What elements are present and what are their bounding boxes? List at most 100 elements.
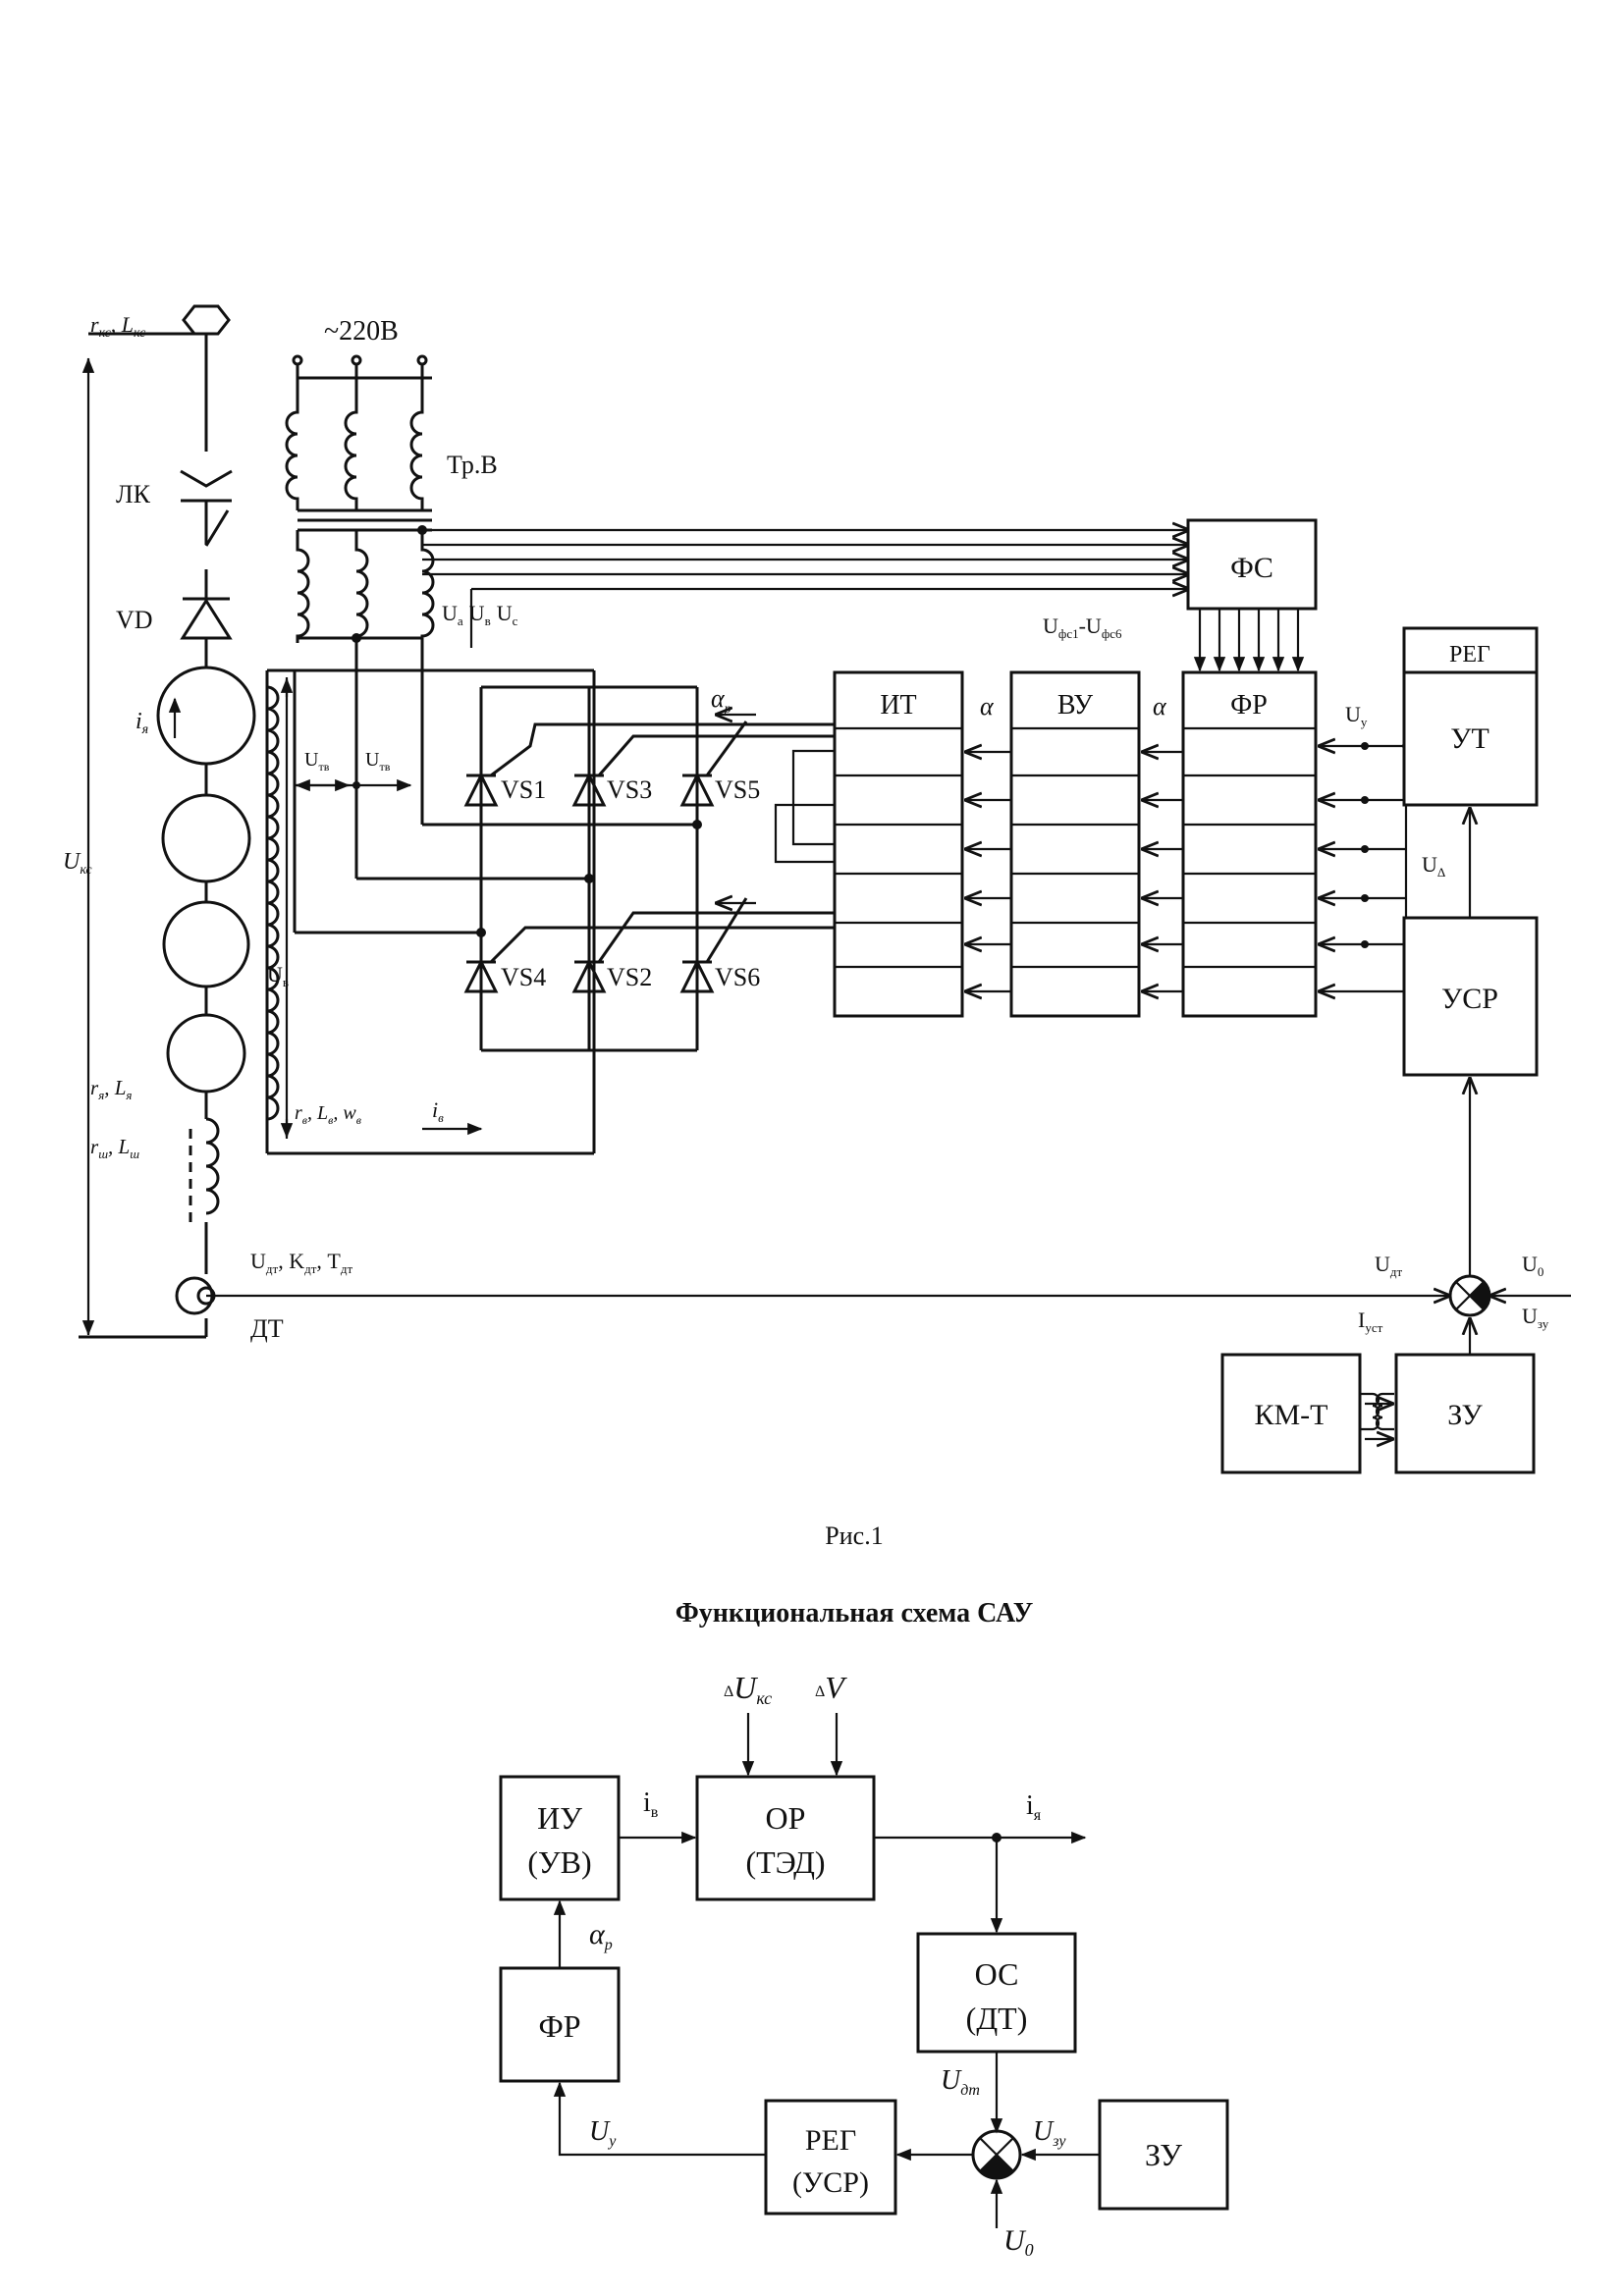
kmt-block (1220, 1353, 1362, 1474)
u-0-label-1: U0 (1522, 1252, 1543, 1279)
sensor-params-label: Uдт, Kдт, Tдт (250, 1249, 352, 1276)
alpha-1-label: α (980, 692, 995, 721)
u-dt-label-2: Uдт (941, 2065, 980, 2099)
zu-block-label: ЗУ (1447, 1399, 1483, 1431)
it-block-label: ИТ (880, 690, 916, 721)
zu-block-2 (1098, 2099, 1229, 2211)
fs-fr-arrows (1193, 609, 1305, 672)
iu-block-label-2: (УВ) (527, 1844, 591, 1880)
field-params-label: rв, Lв, wв (295, 1102, 361, 1127)
or-block-label-2: (ТЭД) (745, 1844, 825, 1880)
os-block-label-2: (ДТ) (966, 2001, 1028, 2036)
transformer-primary (285, 354, 432, 522)
summing-junction-1 (1448, 1274, 1491, 1317)
zu-block (1394, 1353, 1536, 1474)
line-contactor-label: ЛК (116, 480, 151, 508)
alpha-2-label: α (1153, 692, 1167, 721)
contact-line-symbol (88, 304, 231, 336)
u-y-label: Uу (1345, 702, 1368, 729)
shunt-params-label: rш, Lш (90, 1135, 139, 1161)
sensor-label: ДТ (250, 1314, 284, 1343)
vu-block (1009, 670, 1141, 1018)
fs-signals-label: Uфс1-Uфс6 (1043, 614, 1122, 641)
bridge-wiring (293, 638, 702, 1153)
kmt-block-label: КМ-Т (1255, 1399, 1328, 1431)
fr-block-label: ФР (1230, 690, 1268, 721)
traction-motor-3 (162, 900, 250, 988)
field-winding (265, 668, 594, 1155)
it-vu-arrows (966, 752, 1011, 991)
thyristor-vs2 (571, 911, 835, 993)
zu-block-2-label: ЗУ (1145, 2137, 1182, 2172)
reg-block-label: РЕГ (1449, 642, 1490, 667)
u-y-label-2: Uу (589, 2116, 617, 2150)
fr-block (1181, 670, 1318, 1018)
u-zu-label-2: Uзу (1033, 2116, 1066, 2150)
transformer-label: Тр.В (447, 451, 498, 479)
thyristor-vs4 (463, 926, 835, 993)
figure-1-circuit: rкс, Lкс ЛК VD (63, 304, 1571, 1474)
fs-block (1186, 518, 1318, 611)
vu-fr-arrows (1143, 752, 1183, 991)
alpha-p-label: αp (711, 684, 731, 717)
it-block (833, 670, 964, 1018)
summing-junction-2 (971, 2129, 1022, 2180)
or-block (695, 1775, 876, 1901)
thyristor-vs1-label: VS1 (501, 775, 546, 804)
u-tv2-label: Uтв (365, 749, 391, 774)
traction-motor-4 (166, 1013, 246, 1094)
transformer-secondary (296, 528, 435, 643)
ut-block-label: УТ (1450, 722, 1489, 755)
supply-voltage-label: ~220В (324, 316, 399, 347)
contact-voltage-label: Uкс (63, 849, 92, 878)
figure-title: Функциональная схема САУ (676, 1598, 1034, 1629)
u-0-label-2: U0 (1003, 2224, 1034, 2260)
line-contactor-symbol (180, 469, 233, 547)
phase-lines-to-fs (417, 525, 1188, 648)
usr-block (1402, 916, 1539, 1077)
i-v-label: iв (643, 1788, 659, 1821)
reg-block-2-label-1: РЕГ (805, 2124, 856, 2157)
or-block-label-1: ОР (766, 1800, 806, 1836)
i-ya-label: iя (1026, 1790, 1042, 1824)
reg-block-2 (764, 2099, 897, 2216)
thyristor-vs5-label: VS5 (715, 775, 760, 804)
i-ust-label: Iуст (1358, 1308, 1383, 1335)
gate-leads (717, 715, 835, 903)
contact-voltage-dimension (79, 357, 206, 1339)
thyristor-vs3 (571, 734, 835, 807)
u-y-path (553, 2081, 766, 2157)
armature-current-label: iя (135, 709, 148, 737)
delta-v-label: ΔV (815, 1670, 847, 1705)
thyristor-vs1 (463, 722, 835, 807)
reg-block-2-label-2: (УСР) (792, 2166, 869, 2199)
field-current-label: iв (432, 1097, 444, 1125)
u-delta-label: UΔ (1422, 852, 1445, 880)
u-dt-label-1: Uдт (1375, 1252, 1403, 1279)
diode-vd-symbol (180, 597, 233, 640)
iu-block-label-1: ИУ (537, 1800, 582, 1836)
traction-motor-1 (156, 666, 256, 766)
usr-block-label: УСР (1441, 983, 1498, 1015)
contact-line-label: rкс, Lкс (90, 312, 146, 341)
alpha-p-label-2: αр (589, 1918, 613, 1953)
thyristor-vs3-label: VS3 (607, 775, 652, 804)
u-zu-label-1: Uзу (1522, 1304, 1549, 1331)
thyristor-vs2-label: VS2 (607, 963, 652, 991)
u-tv1-label: Uтв (304, 749, 330, 774)
traction-motor-2 (161, 793, 251, 883)
shunt-inductor (189, 1117, 220, 1222)
os-block-label-1: ОС (975, 1956, 1019, 1992)
armature-params-label: rя, Lя (90, 1076, 132, 1102)
figure-caption: Рис.1 (825, 1522, 883, 1550)
fr-block-2 (499, 1966, 621, 2083)
thyristor-vs6 (679, 897, 748, 993)
thyristor-vs4-label: VS4 (501, 963, 546, 991)
thyristor-vs5 (679, 721, 748, 807)
delta-ukc-label: ΔUкс (724, 1670, 772, 1708)
os-block (916, 1932, 1077, 2054)
iu-block (499, 1775, 621, 1901)
vu-block-label: ВУ (1057, 690, 1093, 721)
kmt-zu-coupling (1360, 1392, 1394, 1439)
